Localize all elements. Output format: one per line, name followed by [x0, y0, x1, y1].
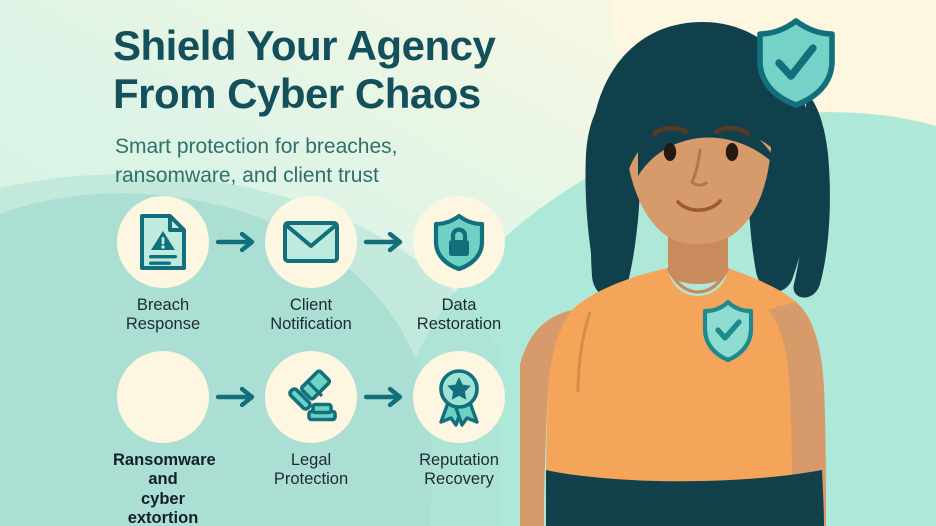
arrow-right-icon	[363, 386, 403, 408]
award-ribbon-icon	[439, 369, 479, 427]
arrow-right-icon	[215, 231, 255, 253]
step-legal-protection[interactable]: Legal Protection	[261, 351, 361, 490]
steps-row-2: Ransomware and cyber extortion	[113, 351, 563, 526]
shield-lock-icon	[433, 213, 485, 272]
steps-row-1: Breach Response Client Notification	[113, 196, 563, 351]
step-label: Reputation Recovery	[419, 451, 499, 489]
arrow-right-icon	[363, 231, 403, 253]
shield-check-icon	[702, 299, 754, 363]
woman-illustration	[520, 0, 936, 526]
subtitle: Smart protection for breaches, ransomwar…	[115, 135, 398, 187]
step-arrow	[362, 383, 408, 411]
step-arrow	[214, 228, 260, 256]
envelope-icon	[283, 221, 339, 263]
step-arrow	[362, 228, 408, 256]
step-ransomware-extortion[interactable]: Ransomware and cyber extortion	[113, 351, 216, 526]
step-icon-circle	[265, 196, 357, 288]
steps-grid: Breach Response Client Notification	[113, 196, 563, 526]
shield-check-badge	[753, 16, 839, 108]
step-label: Ransomware and cyber extortion	[113, 451, 216, 526]
step-icon-circle	[265, 351, 357, 443]
step-arrow	[214, 383, 260, 411]
step-label: Data Restoration	[416, 296, 502, 334]
step-data-restoration[interactable]: Data Restoration	[409, 196, 509, 335]
step-breach-response[interactable]: Breach Response	[113, 196, 213, 335]
step-icon-circle	[413, 351, 505, 443]
step-label: Breach Response	[125, 296, 201, 334]
step-client-notification[interactable]: Client Notification	[261, 196, 361, 335]
step-icon-circle	[117, 196, 209, 288]
gavel-icon	[288, 369, 337, 422]
shield-check-icon	[757, 18, 835, 108]
step-icon-circle	[413, 196, 505, 288]
empty-circle-icon	[136, 370, 190, 424]
headline-line-2: From Cyber Chaos	[113, 70, 481, 118]
step-icon-circle	[117, 351, 209, 443]
headline-line-1: Shield Your Agency	[113, 22, 496, 69]
arrow-right-icon	[215, 386, 255, 408]
document-warning-icon	[140, 214, 186, 270]
step-label: Client Notification	[270, 296, 352, 334]
page-title: Shield Your Agency From Cyber Chaos	[113, 22, 583, 119]
step-label: Legal Protection	[273, 451, 349, 489]
step-reputation-recovery[interactable]: Reputation Recovery	[409, 351, 509, 490]
